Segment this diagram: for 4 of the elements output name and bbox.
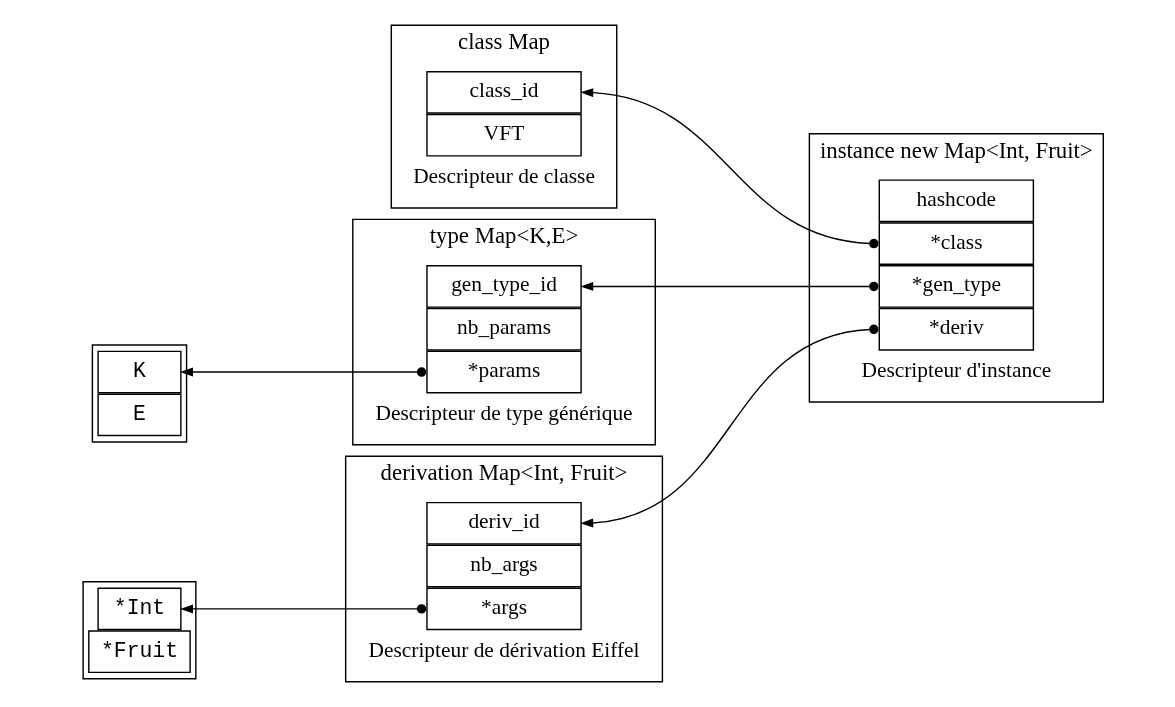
- node-label: Descripteur de type générique: [375, 400, 633, 425]
- node-label: Descripteur de classe: [413, 164, 595, 188]
- node-label: Descripteur de dérivation Eiffel: [368, 637, 640, 662]
- node-label: Descripteur d'instance: [861, 358, 1052, 383]
